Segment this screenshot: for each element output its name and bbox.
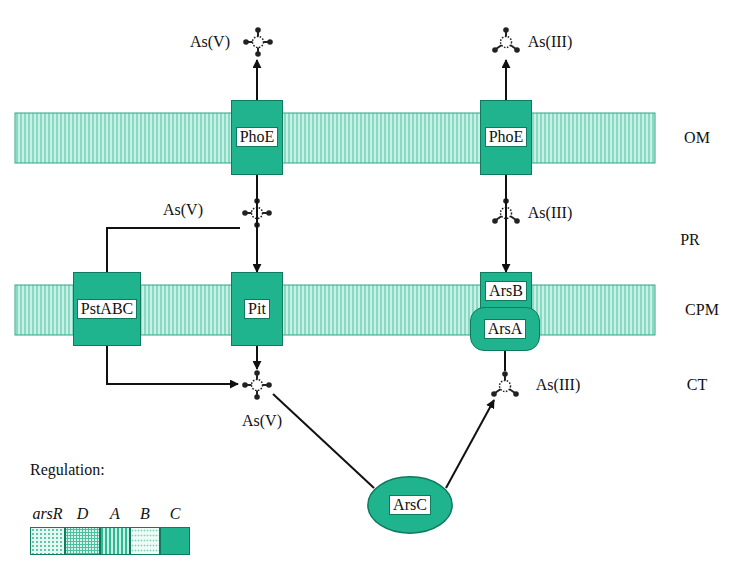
species-label: As(III) bbox=[528, 204, 572, 222]
reductase-ellipse: ArsC bbox=[367, 476, 453, 534]
gene-name: C bbox=[170, 505, 181, 523]
gene-segment: D bbox=[65, 527, 100, 555]
species-label: As(III) bbox=[536, 376, 580, 394]
gene-segment: B bbox=[130, 527, 160, 555]
protein-name: PstABC bbox=[77, 299, 137, 319]
gene-name: D bbox=[77, 505, 89, 523]
compartment-label: PR bbox=[680, 231, 700, 249]
transport-connector bbox=[256, 175, 258, 273]
compartment-label: CPM bbox=[685, 301, 719, 319]
porin-box: PhoE bbox=[480, 100, 532, 175]
gene-segment: arsR bbox=[30, 527, 65, 555]
protein-name: ArsA bbox=[484, 319, 527, 339]
gene-name: A bbox=[110, 505, 120, 523]
transport-arrows bbox=[107, 60, 506, 488]
outer-membrane bbox=[15, 113, 655, 163]
atpase-box: ArsA bbox=[470, 307, 540, 351]
gene-segment: A bbox=[100, 527, 130, 555]
transporter-box: Pit bbox=[231, 272, 283, 346]
protein-name: PhoE bbox=[236, 127, 279, 147]
protein-name: ArsB bbox=[485, 281, 527, 301]
transport-connector bbox=[505, 175, 507, 273]
protein-name: Pit bbox=[244, 299, 270, 319]
gene-name: arsR bbox=[32, 505, 62, 523]
protein-name: PhoE bbox=[485, 127, 528, 147]
compartment-label: OM bbox=[684, 129, 710, 147]
protein-name: ArsC bbox=[389, 495, 431, 515]
species-label: As(V) bbox=[163, 201, 203, 219]
compartment-label: CT bbox=[687, 376, 707, 394]
pump-box: ArsB bbox=[480, 272, 532, 310]
gene-segment: C bbox=[160, 527, 190, 555]
transporter-box: PstABC bbox=[73, 272, 141, 346]
section-heading: Regulation: bbox=[30, 461, 105, 479]
species-label: As(V) bbox=[190, 33, 230, 51]
porin-box: PhoE bbox=[231, 100, 283, 175]
species-label: As(III) bbox=[528, 33, 572, 51]
gene-name: B bbox=[140, 505, 150, 523]
species-label: As(V) bbox=[242, 412, 282, 430]
